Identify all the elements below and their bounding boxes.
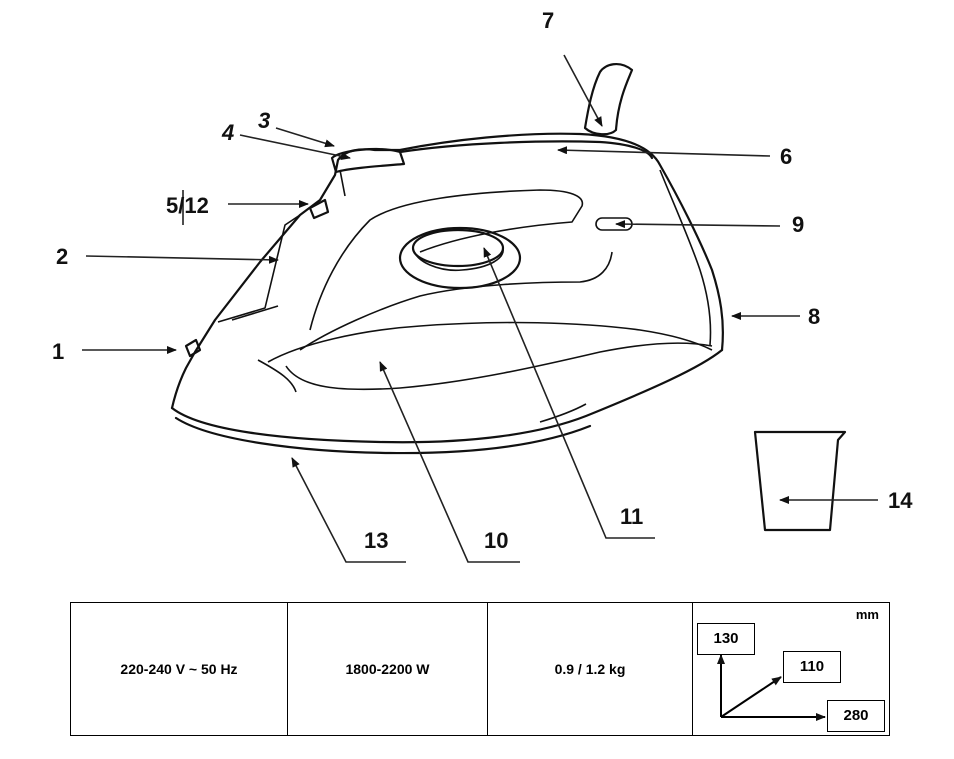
callout-10: 10 [484,528,508,553]
callout-9: 9 [792,212,804,237]
height-dimension: 130 [697,623,755,655]
measuring-cup [753,430,847,532]
temperature-dial-base [398,226,522,290]
fill-inlet-cover [217,214,301,323]
dimensions-unit: mm [855,607,879,622]
specifications-row: 220-240 V ~ 50 Hz 1800-2200 W 0.9 / 1.2 … [70,602,890,736]
spray-button[interactable] [330,148,406,174]
callout-2: 2 [56,244,68,269]
callout-7: 7 [542,8,554,33]
callout-8: 8 [808,304,820,329]
voltage-cell: 220-240 V ~ 50 Hz [70,602,288,736]
weight-cell: 0.9 / 1.2 kg [487,602,693,736]
steam-burst-button[interactable] [308,198,330,220]
iron-diagram: 1 2 3 4 5/12 6 7 8 9 10 11 13 14 [52,8,913,563]
power-cell: 1800-2200 W [287,602,488,736]
callout-lines [82,54,878,563]
iron-illustration [170,63,724,455]
soleplate-outline [170,348,724,444]
spray-nozzle [184,338,202,358]
dimensions-cell: mm 130 110 280 [692,602,890,736]
callout-1: 1 [52,339,64,364]
callout-6: 6 [780,144,792,169]
width-dimension: 110 [783,651,841,683]
water-tank [267,321,713,363]
specifications-table: 220-240 V ~ 50 Hz 1800-2200 W 0.9 / 1.2 … [70,602,890,736]
callout-11: 11 [620,504,643,529]
callout-3: 3 [258,108,270,133]
callout-5-12: 5/12 [166,193,209,218]
length-dimension: 280 [827,700,885,732]
iron-body-outline [170,132,724,410]
callout-13: 13 [364,528,388,553]
soleplate-base [174,416,592,455]
callout-4: 4 [221,120,234,145]
callout-14: 14 [888,488,913,513]
steam-control-knob[interactable] [583,63,634,136]
handle-opening [309,189,584,331]
dimension-arrows [717,654,826,721]
